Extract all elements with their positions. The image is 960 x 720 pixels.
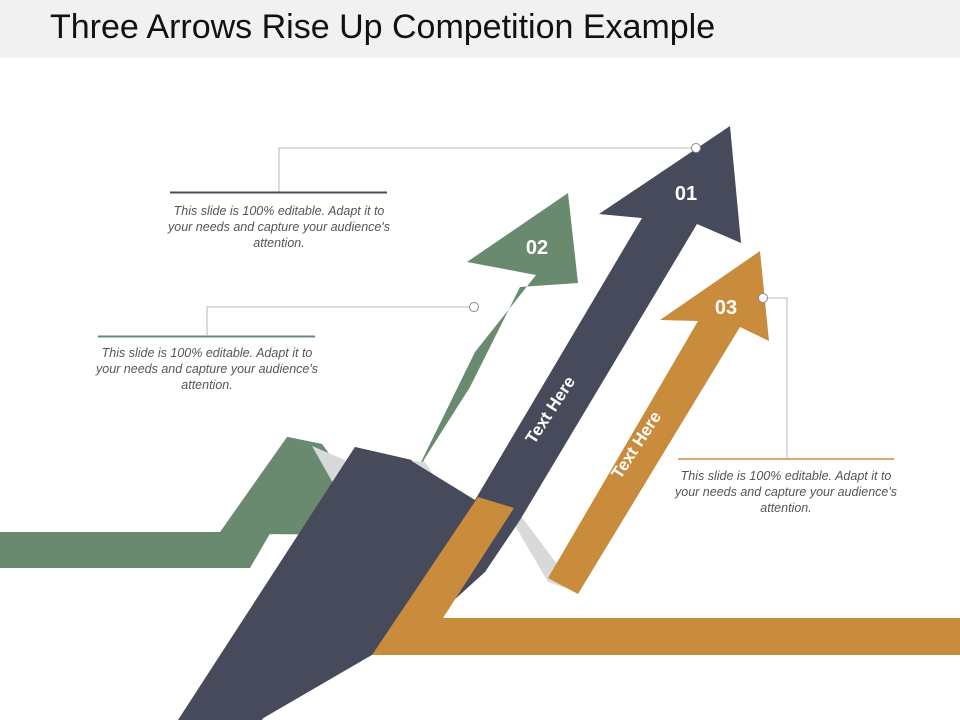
connector-dot-02 <box>469 302 479 312</box>
slide-title: Three Arrows Rise Up Competition Example <box>50 8 716 46</box>
description-01: This slide is 100% editable. Adapt it to… <box>168 204 390 250</box>
connector-03 <box>763 297 788 458</box>
arrow-02-number: 02 <box>526 237 548 259</box>
arrow-01-number: 01 <box>675 183 697 205</box>
connector-dot-01 <box>691 143 701 153</box>
description-03: This slide is 100% editable. Adapt it to… <box>675 469 897 515</box>
arrow-02-tail <box>0 437 322 568</box>
connector-dot-03 <box>758 293 768 303</box>
arrow-03-number: 03 <box>715 297 737 319</box>
arrow-03-body <box>548 251 769 594</box>
description-02: This slide is 100% editable. Adapt it to… <box>96 346 318 392</box>
arrow-03-tail <box>372 497 960 655</box>
connectors <box>206 147 788 458</box>
connector-01 <box>278 147 696 192</box>
arrow-01-lower <box>178 447 412 720</box>
title-bar <box>0 0 960 58</box>
connector-02 <box>206 306 474 335</box>
